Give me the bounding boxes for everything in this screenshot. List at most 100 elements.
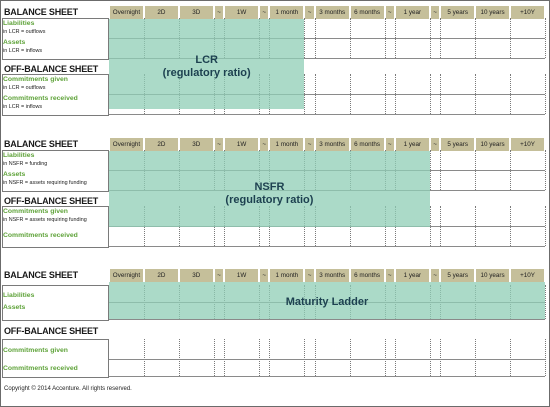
grid-divider	[545, 150, 546, 190]
overlay-label: NSFR(regulatory ratio)	[109, 181, 430, 207]
header-cell: 2D	[144, 6, 178, 19]
header-cell: 3 months	[315, 269, 349, 282]
header-cell: ~	[214, 138, 224, 151]
grid-divider	[510, 339, 512, 376]
header-cell: ~	[385, 6, 394, 19]
grid-row-line	[109, 114, 545, 115]
grid-divider	[440, 339, 442, 376]
grid-row-line	[109, 319, 545, 320]
overlay-label: Maturity Ladder	[109, 296, 545, 309]
grid-divider	[224, 339, 226, 376]
header-cell: ~	[305, 6, 314, 19]
row-label-assets: Assets	[3, 171, 26, 178]
grid-divider	[394, 339, 396, 376]
header-cell: ~	[430, 269, 440, 282]
balance-label-box	[2, 150, 109, 192]
grid-divider	[545, 206, 546, 246]
header-cell: 6 months	[350, 6, 384, 19]
overlay-label-line1: Maturity Ladder	[285, 296, 369, 308]
header-cell: 1W	[225, 138, 259, 151]
header-cell: 10 years	[476, 138, 510, 151]
header-cell: 1 year	[395, 269, 429, 282]
grid-divider	[429, 339, 431, 376]
header-cell: Overnight	[110, 138, 143, 151]
header-cell: 2D	[144, 138, 178, 151]
grid-divider	[545, 285, 546, 319]
grid-divider	[178, 339, 180, 376]
overlay-label-line2: (regulatory ratio)	[162, 67, 251, 79]
row-sublabel: in LCR = outflows	[3, 29, 46, 35]
header-cell: ~	[214, 269, 224, 282]
header-cell: +10Y	[511, 6, 544, 19]
row-label-liabilities: Liabilities	[3, 20, 35, 27]
row-label-commitments-given: Commitments given	[3, 347, 68, 354]
header-cell: 3 months	[315, 138, 349, 151]
regulatory-overlay	[109, 151, 430, 227]
grid-row-line	[109, 58, 545, 59]
header-cell: ~	[214, 6, 224, 19]
grid-divider	[349, 339, 351, 376]
off-balance-label-box	[2, 339, 109, 378]
overlay-label: LCR(regulatory ratio)	[109, 54, 304, 80]
header-cell: 6 months	[350, 269, 384, 282]
row-sublabel: in NSFR = assets requiring funding	[3, 180, 87, 186]
header-cell: 10 years	[476, 6, 510, 19]
row-label-assets: Assets	[3, 39, 26, 46]
header-cell: 1 year	[395, 138, 429, 151]
grid-divider	[213, 339, 215, 376]
row-sublabel: in LCR = outflows	[3, 85, 46, 91]
row-label-liabilities: Liabilities	[3, 292, 35, 299]
header-cell: 1 year	[395, 6, 429, 19]
grid-divider	[475, 339, 477, 376]
header-cell: Overnight	[110, 269, 143, 282]
off-balance-sheet-title: OFF-BALANCE SHEET	[4, 196, 99, 206]
header-cell: 1W	[225, 6, 259, 19]
row-label-commitments-received: Commitments received	[3, 95, 78, 102]
row-sublabel: in LCR = inflows	[3, 48, 43, 54]
grid-row-line	[109, 94, 545, 95]
header-cell: ~	[305, 269, 314, 282]
grid-divider	[545, 18, 546, 58]
overlay-label-line2: (regulatory ratio)	[225, 194, 314, 206]
grid-divider	[545, 339, 546, 376]
grid-divider	[314, 339, 316, 376]
off-balance-label-box	[2, 74, 109, 116]
header-cell: 6 months	[350, 138, 384, 151]
header-cell: ~	[260, 138, 269, 151]
row-label-liabilities: Liabilities	[3, 152, 35, 159]
grid-divider	[384, 339, 386, 376]
row-label-commitments-given: Commitments given	[3, 76, 68, 83]
balance-sheet-title: BALANCE SHEET	[4, 139, 78, 149]
grid-divider	[269, 339, 271, 376]
header-cell: ~	[430, 6, 440, 19]
row-label-commitments-given: Commitments given	[3, 208, 68, 215]
header-cell: 1W	[225, 269, 259, 282]
header-cell: 3D	[179, 138, 213, 151]
row-label-commitments-received: Commitments received	[3, 232, 78, 239]
row-sublabel: in NSFR = funding	[3, 161, 48, 167]
header-cell: ~	[260, 6, 269, 19]
overlay-label-line1: NSFR	[254, 181, 285, 193]
header-cell: 10 years	[476, 269, 510, 282]
header-cell: +10Y	[511, 138, 544, 151]
balance-label-box	[2, 285, 109, 321]
header-cell: ~	[305, 138, 314, 151]
header-cell: 2D	[144, 269, 178, 282]
header-cell: 1 month	[270, 269, 304, 282]
row-sublabel: in NSFR = assets requiring funding	[3, 217, 87, 223]
grid-row-line	[109, 38, 545, 39]
header-cell: 1 month	[270, 138, 304, 151]
grid-row-line	[109, 359, 545, 360]
header-cell: 3 months	[315, 6, 349, 19]
off-balance-label-box	[2, 206, 109, 248]
row-label-assets: Assets	[3, 304, 26, 311]
grid-divider	[259, 339, 261, 376]
off-balance-sheet-title: OFF-BALANCE SHEET	[4, 64, 99, 74]
regulatory-overlay	[109, 282, 545, 319]
header-cell: ~	[260, 269, 269, 282]
